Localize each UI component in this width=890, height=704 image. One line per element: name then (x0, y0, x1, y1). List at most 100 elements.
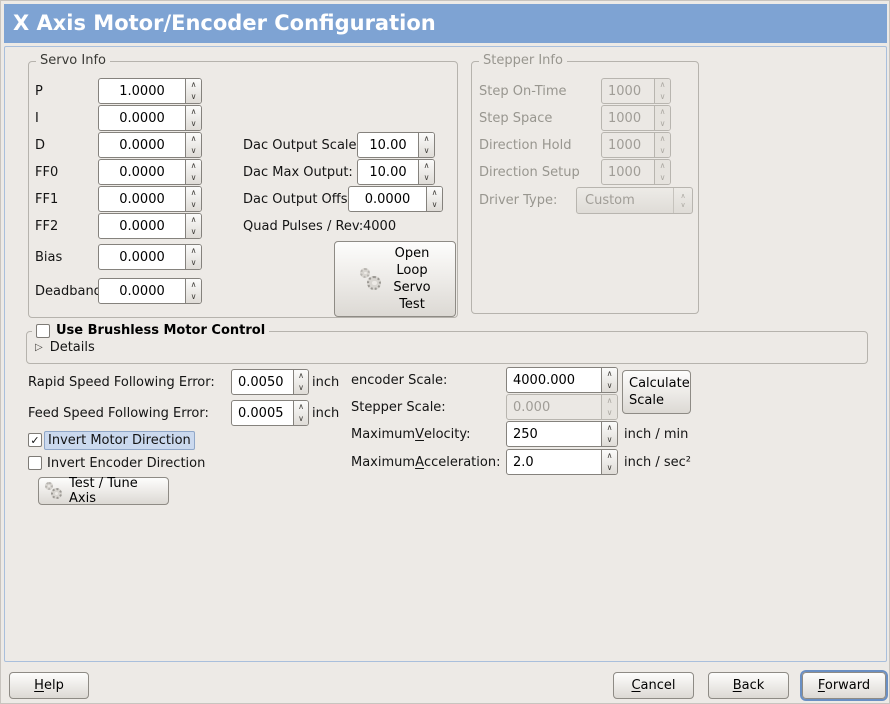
dac-max-output-spinbox[interactable]: 10.00 ∧∨ (357, 159, 435, 185)
chevron-down-icon: ∨ (659, 92, 666, 101)
chevron-down-icon[interactable]: ∨ (190, 119, 197, 128)
ff2-spin-buttons[interactable]: ∧∨ (185, 214, 201, 238)
chevron-down-icon[interactable]: ∨ (190, 292, 197, 301)
chevron-down-icon[interactable]: ∨ (190, 92, 197, 101)
chevron-down-icon[interactable]: ∨ (606, 463, 613, 472)
quad-pulses-value: 4000 (363, 218, 397, 234)
acceleration-spin-buttons[interactable]: ∧∨ (601, 450, 617, 474)
chevron-up-icon[interactable]: ∧ (190, 246, 197, 255)
chevron-up-icon[interactable]: ∧ (190, 215, 197, 224)
chevron-down-icon[interactable]: ∨ (298, 414, 304, 423)
encoder-scale-spin-buttons[interactable]: ∧∨ (601, 368, 617, 392)
chevron-up-icon[interactable]: ∧ (606, 423, 613, 432)
maximum-acceleration-spinbox[interactable]: 2.0 ∧∨ (506, 449, 618, 475)
direction-setup-spin-buttons: ∧∨ (654, 160, 670, 184)
calculate-scale-button[interactable]: Calculate Scale (622, 370, 691, 414)
dac-scale-spin-buttons[interactable]: ∧∨ (418, 133, 434, 157)
test-tune-axis-button[interactable]: Test / Tune Axis (38, 476, 169, 506)
dac-output-scale-spinbox[interactable]: 10.00 ∧∨ (357, 132, 435, 158)
stepper-info-frame: Stepper Info (471, 53, 699, 314)
brushless-frame: Use Brushless Motor Control ▷ Details (26, 323, 868, 364)
rapid-error-spin-buttons[interactable]: ∧∨ (293, 370, 308, 394)
chevron-down-icon[interactable]: ∨ (606, 381, 613, 390)
expander-triangle-icon[interactable]: ▷ (35, 342, 43, 353)
ff2-spinbox[interactable]: 0.0000 ∧∨ (98, 213, 202, 239)
ff1-spinbox[interactable]: 0.0000 ∧∨ (98, 186, 202, 212)
ff2-label: FF2 (35, 218, 59, 234)
velocity-spin-buttons[interactable]: ∧∨ (601, 422, 617, 446)
chevron-up-icon[interactable]: ∧ (190, 280, 197, 289)
chevron-up-icon[interactable]: ∧ (190, 134, 197, 143)
use-brushless-checkbox[interactable] (36, 323, 50, 338)
chevron-down-icon[interactable]: ∨ (190, 146, 197, 155)
encoder-scale-spinbox[interactable]: 4000.000 ∧∨ (506, 367, 618, 393)
chevron-down-icon[interactable]: ∨ (190, 258, 197, 267)
chevron-up-icon[interactable]: ∧ (423, 134, 430, 143)
ff1-label: FF1 (35, 191, 59, 207)
chevron-up-icon[interactable]: ∧ (190, 161, 197, 170)
chevron-down-icon[interactable]: ∨ (190, 227, 197, 236)
dac-output-offset-spinbox[interactable]: 0.0000 ∧∨ (348, 186, 443, 212)
deadband-spin-buttons[interactable]: ∧∨ (185, 279, 201, 303)
test-tune-axis-label: Test / Tune Axis (69, 476, 138, 506)
d-spinbox[interactable]: 0.0000 ∧∨ (98, 132, 202, 158)
cancel-button[interactable]: Cancel (613, 672, 694, 699)
chevron-up-icon[interactable]: ∧ (606, 451, 613, 460)
ff0-value: 0.0000 (119, 164, 165, 180)
invert-encoder-direction-label[interactable]: Invert Encoder Direction (47, 455, 206, 471)
deadband-spinbox[interactable]: 0.0000 ∧∨ (98, 278, 202, 304)
dac-offset-spin-buttons[interactable]: ∧∨ (426, 187, 442, 211)
invert-motor-direction-checkbox[interactable]: ✓ (28, 433, 42, 447)
i-spin-buttons[interactable]: ∧∨ (185, 106, 201, 130)
ff0-spinbox[interactable]: 0.0000 ∧∨ (98, 159, 202, 185)
chevron-up-icon[interactable]: ∧ (606, 369, 613, 378)
back-button[interactable]: Back (708, 672, 789, 699)
chevron-down-icon[interactable]: ∨ (423, 146, 430, 155)
p-spin-buttons[interactable]: ∧∨ (185, 79, 201, 103)
help-button[interactable]: Help (9, 672, 89, 699)
p-value: 1.0000 (119, 83, 165, 99)
chevron-up-icon[interactable]: ∧ (190, 107, 197, 116)
driver-type-value: Custom (585, 193, 635, 208)
chevron-down-icon[interactable]: ∨ (298, 383, 304, 392)
forward-button[interactable]: Forward (802, 672, 886, 699)
invert-motor-direction-label[interactable]: Invert Motor Direction (44, 427, 195, 453)
dac-output-offset-value: 0.0000 (364, 191, 411, 207)
rapid-following-error-spinbox[interactable]: 0.0050 ∧∨ (231, 369, 309, 395)
rapid-following-error-value: 0.0050 (238, 374, 284, 390)
chevron-down-icon[interactable]: ∨ (423, 173, 430, 182)
chevron-up-icon[interactable]: ∧ (431, 188, 438, 197)
ff1-value: 0.0000 (119, 191, 165, 207)
direction-hold-label: Direction Hold (479, 137, 572, 153)
bias-spin-buttons[interactable]: ∧∨ (185, 245, 201, 269)
dac-max-spin-buttons[interactable]: ∧∨ (418, 160, 434, 184)
chevron-up-icon[interactable]: ∧ (190, 188, 197, 197)
chevron-up-icon[interactable]: ∧ (298, 371, 304, 380)
feed-following-error-spinbox[interactable]: 0.0005 ∧∨ (231, 400, 309, 426)
ff1-spin-buttons[interactable]: ∧∨ (185, 187, 201, 211)
bias-label: Bias (35, 249, 63, 265)
chevron-up-icon: ∧ (659, 107, 666, 116)
chevron-down-icon[interactable]: ∨ (606, 435, 613, 444)
chevron-down-icon[interactable]: ∨ (190, 173, 197, 182)
p-spinbox[interactable]: 1.0000 ∧∨ (98, 78, 202, 104)
feed-error-spin-buttons[interactable]: ∧∨ (293, 401, 308, 425)
i-value: 0.0000 (119, 110, 165, 126)
chevron-down-icon[interactable]: ∨ (431, 200, 438, 209)
ff0-spin-buttons[interactable]: ∧∨ (185, 160, 201, 184)
invert-encoder-direction-checkbox[interactable] (28, 456, 42, 470)
chevron-up-icon[interactable]: ∧ (190, 80, 197, 89)
page-title: X Axis Motor/Encoder Configuration (4, 4, 887, 43)
d-spin-buttons[interactable]: ∧∨ (185, 133, 201, 157)
chevron-up-icon[interactable]: ∧ (423, 161, 430, 170)
details-expander[interactable]: ▷ Details (35, 340, 95, 355)
chevron-up-icon: ∧ (659, 134, 666, 143)
chevron-down-icon[interactable]: ∨ (190, 200, 197, 209)
chevron-up-icon[interactable]: ∧ (298, 402, 304, 411)
open-loop-servo-test-button[interactable]: Open Loop Servo Test (334, 241, 456, 317)
maximum-velocity-value: 250 (513, 426, 538, 442)
bias-spinbox[interactable]: 0.0000 ∧∨ (98, 244, 202, 270)
maximum-velocity-spinbox[interactable]: 250 ∧∨ (506, 421, 618, 447)
i-spinbox[interactable]: 0.0000 ∧∨ (98, 105, 202, 131)
